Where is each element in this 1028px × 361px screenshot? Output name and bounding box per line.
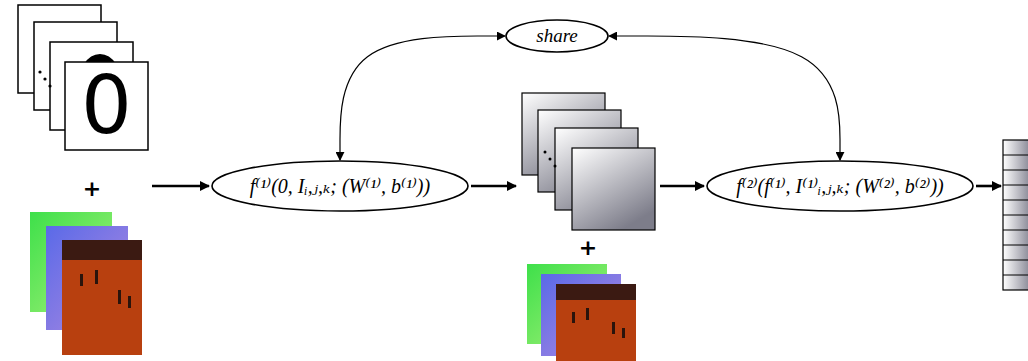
figure: [128, 296, 131, 308]
ellipsis-dot: [43, 77, 46, 80]
image-band: [62, 240, 142, 260]
digit-frame: [65, 62, 148, 150]
output-cell-lines: [1003, 155, 1028, 275]
formula-text: share: [536, 25, 578, 48]
figure: [118, 290, 121, 304]
figure: [572, 312, 575, 323]
formula-text: f⁽²⁾(f⁽¹⁾, I⁽¹⁾ᵢ,ⱼ,ₖ; (W⁽²⁾, b⁽²⁾)): [736, 174, 944, 198]
figure: [612, 322, 615, 334]
ellipsis-dot: [48, 84, 51, 87]
figure: [622, 328, 625, 338]
ellipse-shape: [212, 161, 468, 211]
share-ellipse: share: [505, 19, 609, 53]
figure: [80, 274, 83, 286]
flow-arrow: [976, 185, 1001, 188]
digit-frame-stack: [18, 5, 148, 150]
flow-arrow: [660, 185, 704, 188]
image-band: [556, 284, 636, 300]
feature-map: [572, 148, 655, 230]
input-image-stack: [30, 212, 142, 355]
layer-function-ellipse: f⁽¹⁾(0, Iᵢ,ⱼ,ₖ; (W⁽¹⁾, b⁽¹⁾)): [211, 160, 469, 212]
plus-sign: +: [576, 235, 600, 261]
ellipsis-dot: [38, 70, 41, 73]
ellipsis-dot: [549, 158, 552, 161]
input-image-stack: [527, 264, 636, 361]
ellipsis-dot: [554, 165, 557, 168]
ellipse-shape: [707, 161, 973, 211]
plus-sign: +: [80, 176, 104, 202]
figure: [95, 270, 98, 284]
output-bar: [1003, 140, 1028, 290]
figure: [586, 308, 589, 320]
image-channel: [62, 240, 142, 355]
flow-arrow: [152, 185, 209, 188]
flow-arrow: [471, 185, 516, 188]
ellipse-shape: [506, 20, 608, 52]
layer-function-ellipse: f⁽²⁾(f⁽¹⁾, I⁽¹⁾ᵢ,ⱼ,ₖ; (W⁽²⁾, b⁽²⁾)): [706, 160, 974, 212]
output-vector: [1003, 140, 1028, 290]
feature-map-stack: [522, 93, 655, 230]
share-connector: [609, 36, 840, 160]
formula-text: f⁽¹⁾(0, Iᵢ,ⱼ,ₖ; (W⁽¹⁾, b⁽¹⁾)): [250, 174, 430, 198]
share-connector: [340, 36, 505, 160]
image-channel: [556, 284, 636, 361]
ellipsis-dot: [544, 151, 547, 154]
digit-glyph: 0: [65, 62, 148, 150]
